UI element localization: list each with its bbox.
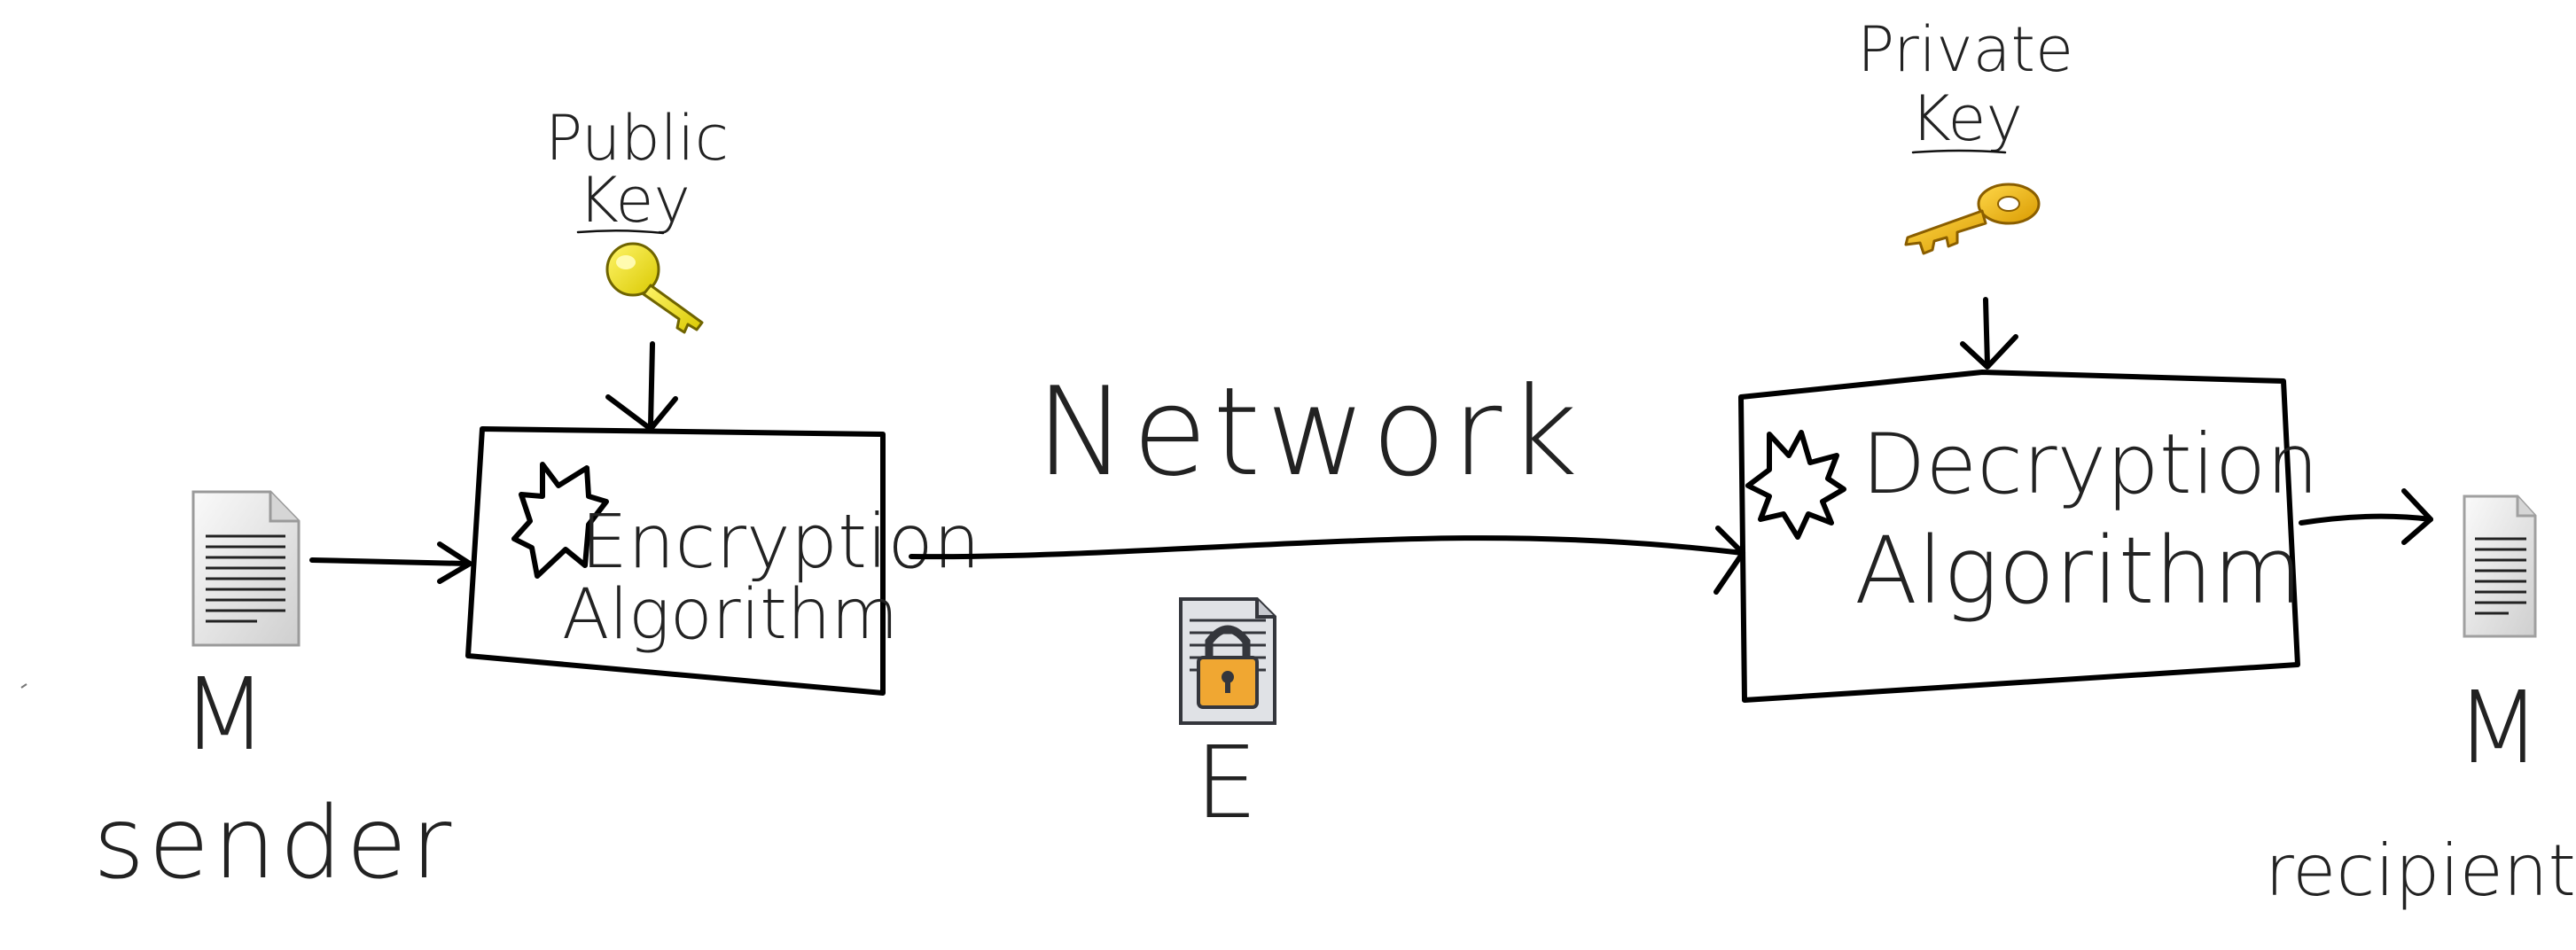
private-key-label-line2: Key (1910, 82, 2023, 155)
arrow-decryption-to-recipient (2299, 488, 2433, 545)
recipient-message-label: M (2455, 671, 2541, 786)
encrypted-document-icon (1179, 597, 1276, 725)
arrow-sender-to-encryption (309, 541, 472, 584)
public-key-label: Public (545, 102, 729, 175)
network-line (909, 526, 1745, 595)
private-key-underline (1911, 149, 2007, 154)
arrow-public-key-to-encryption (605, 341, 678, 432)
encryption-algorithm-box: Encryption Algorithm (465, 426, 980, 696)
decryption-label: Decryption (1862, 417, 2319, 513)
ciphertext-label: E (1195, 726, 1258, 841)
public-key-underline (576, 229, 665, 235)
recipient-label: recipient (2265, 829, 2576, 912)
public-key-icon (605, 242, 704, 334)
decryption-algorithm-box: Decryption Algorithm (1738, 370, 2319, 703)
network-label: Network (1035, 361, 1583, 503)
recipient-document-icon (2463, 494, 2537, 638)
encryption-label: Encryption (581, 498, 980, 585)
encryption-starburst-icon (511, 462, 609, 579)
private-key-label: Private (1857, 13, 2073, 86)
stray-mark (20, 683, 27, 689)
private-key-icon (1904, 183, 2041, 255)
decryption-label-line2: Algorithm (1854, 517, 2303, 625)
decryption-starburst-icon (1745, 430, 1846, 540)
sender-label: sender (93, 786, 455, 901)
sender-message-label: M (182, 658, 268, 773)
sender-document-icon (191, 490, 301, 647)
public-key-label-line2: Key (578, 164, 691, 237)
encryption-label-line2: Algorithm (562, 575, 898, 655)
arrow-private-key-to-decryption (1960, 297, 2018, 370)
